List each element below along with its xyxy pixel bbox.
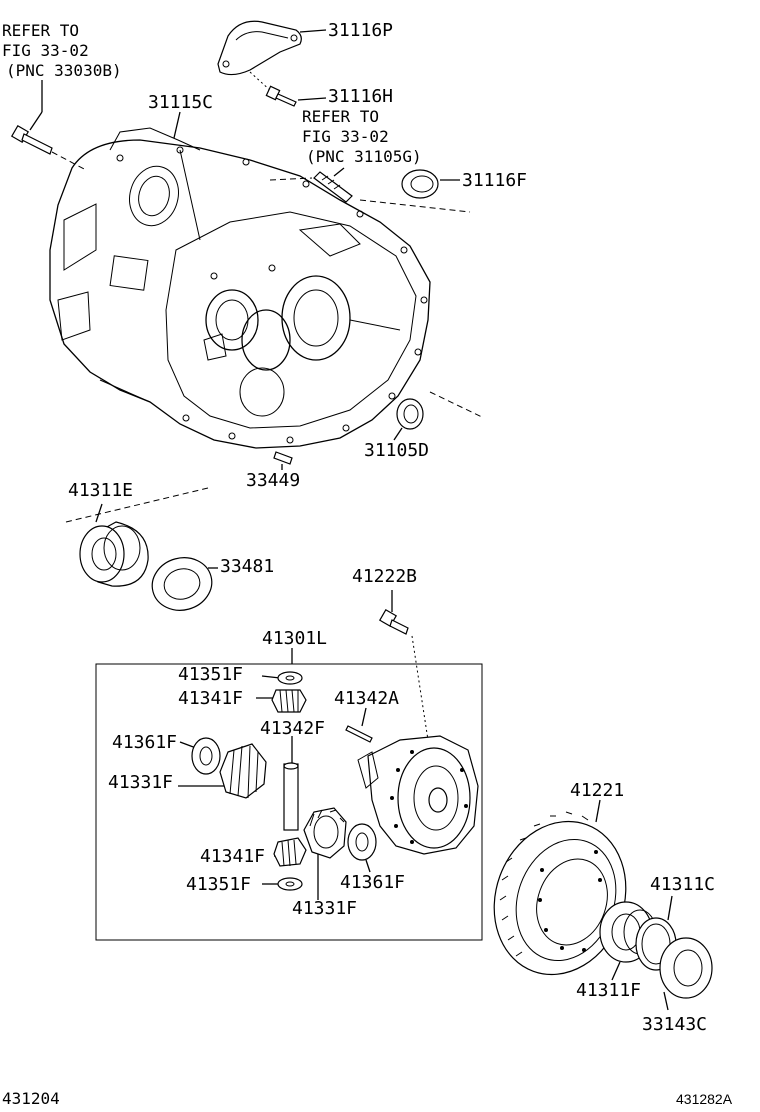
label-41351f-top: 41351F (178, 664, 243, 685)
label-41331f-bottom: 41331F (292, 898, 357, 919)
oil-seal-31116f-part (401, 169, 460, 199)
ring-gear-41221-part (493, 799, 627, 976)
figure-code-left: 431204 (2, 1089, 60, 1108)
label-41331f-left: 41331F (108, 772, 173, 793)
transaxle-case-31115c-part (49, 111, 485, 449)
bolt-31116h-part (265, 85, 327, 107)
ref-note-2-line1: REFER TO (302, 107, 379, 126)
label-41221: 41221 (570, 780, 624, 801)
pinion-gear-41341f-top-part (256, 689, 307, 713)
label-41341f-top: 41341F (178, 688, 243, 709)
washer-41351f-top-part (261, 671, 303, 685)
bearing-41311e-part (65, 487, 209, 587)
pinion-gear-41341f-bottom-part (273, 837, 307, 867)
label-41342f: 41342F (260, 718, 325, 739)
label-41361f-right: 41361F (340, 872, 405, 893)
differential-kit-box-41301l (95, 648, 483, 941)
pin-41342a-part (345, 707, 373, 743)
label-31116f: 31116F (462, 170, 527, 191)
label-33143c: 33143C (642, 1014, 707, 1035)
label-41222b: 41222B (352, 566, 417, 587)
shim-33143c-part (659, 937, 713, 1011)
label-33449: 33449 (246, 470, 300, 491)
label-41341f-bottom: 41341F (200, 846, 265, 867)
ref-note-2-line3: (PNC 31105G) (306, 147, 422, 166)
stud-ref-31105g-part (313, 167, 353, 203)
washer-41351f-bottom-part (262, 877, 303, 891)
side-gear-41331f-left-part (178, 743, 267, 799)
cover-31116p-part (217, 20, 327, 93)
ref-note-1-line3: (PNC 33030B) (6, 61, 122, 80)
figure-code-right: 431282A (676, 1091, 733, 1107)
label-31116h: 31116H (328, 86, 393, 107)
label-41311f: 41311F (576, 980, 641, 1001)
ref-note-1-line1: REFER TO (2, 21, 79, 40)
label-41361f-left: 41361F (112, 732, 177, 753)
label-41301l: 41301L (262, 628, 327, 649)
label-41351f-bottom: 41351F (186, 874, 251, 895)
oil-seal-31105d-part (393, 398, 424, 441)
label-31116p: 31116P (328, 20, 393, 41)
label-31115c: 31115C (148, 92, 213, 113)
label-31105d: 31105D (364, 440, 429, 461)
pinion-shaft-41342f-part (283, 736, 299, 831)
washer-41361f-left-part (179, 737, 221, 775)
bolt-41222b-part (378, 590, 429, 741)
label-41311e: 41311E (68, 480, 133, 501)
ref-note-1-line2: FIG 33-02 (2, 41, 89, 60)
side-gear-41331f-bottom-part (303, 807, 347, 900)
label-41311c: 41311C (650, 874, 715, 895)
ref-note-2-line2: FIG 33-02 (302, 127, 389, 146)
pin-33449-part (273, 451, 293, 470)
shim-33481-part (151, 557, 218, 611)
label-41342a: 41342A (334, 688, 399, 709)
washer-41361f-right-part (347, 823, 377, 873)
bolt-ref-33030b-part (10, 80, 87, 171)
label-33481: 33481 (220, 556, 274, 577)
differential-case-part (357, 735, 479, 855)
